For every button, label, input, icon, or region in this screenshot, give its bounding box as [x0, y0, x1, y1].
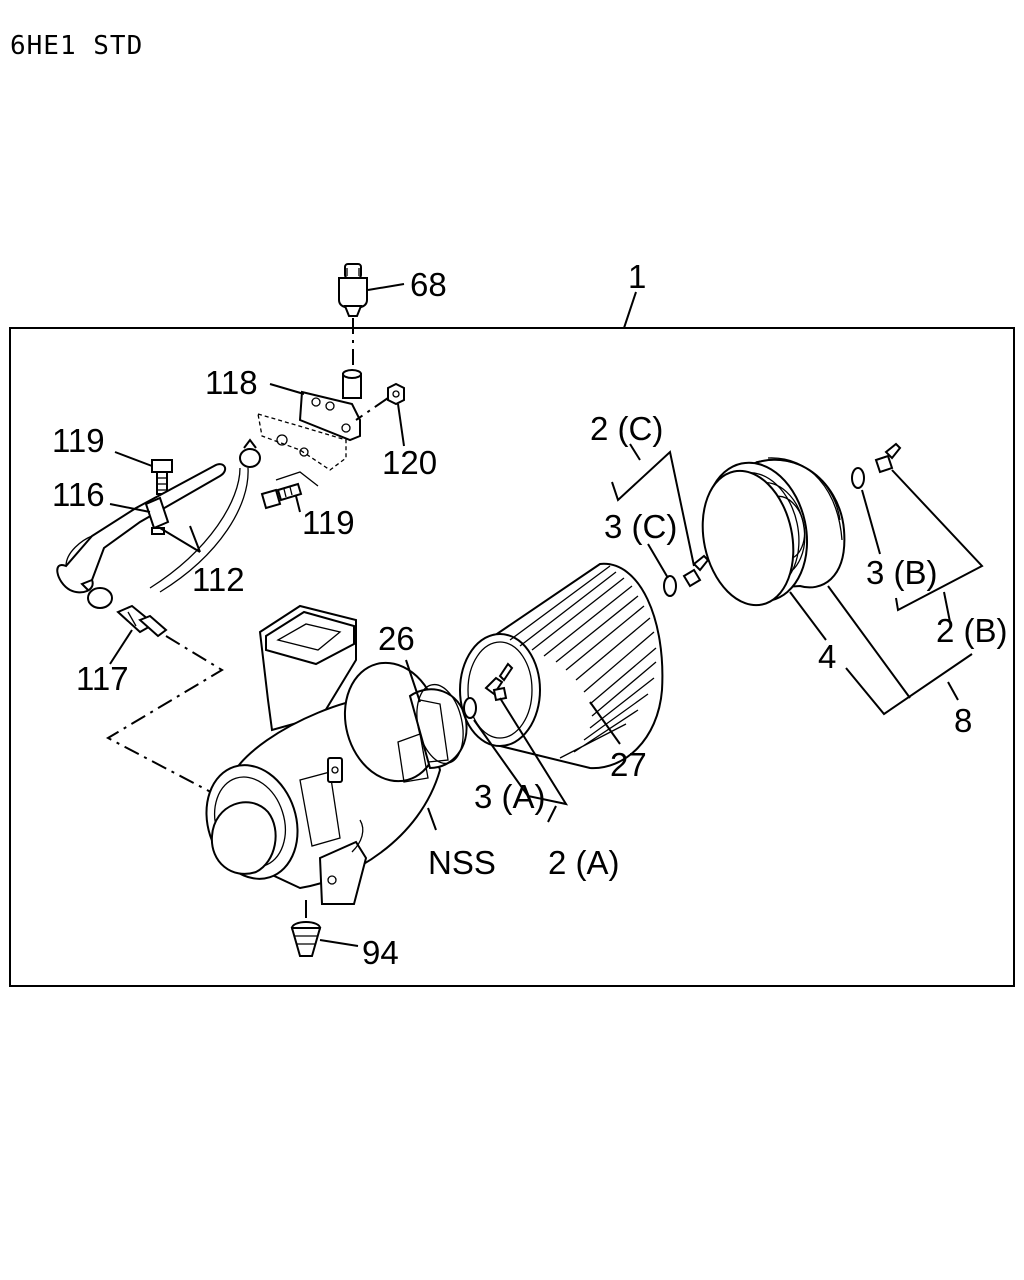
- callout-116: 116: [52, 476, 105, 513]
- callout-120: 120: [382, 444, 437, 481]
- part-119-bolt-lower: [260, 482, 303, 510]
- assembly-frame: [9, 327, 1015, 987]
- callout-68: 68: [410, 266, 447, 303]
- callout-117: 117: [76, 660, 129, 697]
- part-2B-wing-nut: [874, 442, 902, 474]
- part-120-nut: [387, 382, 405, 406]
- callout-NSS: NSS: [428, 844, 496, 881]
- part-3B-washer: [851, 467, 865, 489]
- leader-117-housing: [105, 635, 227, 801]
- part-119-bolt-top: [151, 459, 173, 495]
- part-94-valve: [290, 921, 322, 957]
- callout-27: 27: [610, 746, 647, 783]
- leader-120-bracket: [355, 397, 389, 421]
- leader-lines: [269, 283, 984, 831]
- part-3A-washer: [463, 697, 477, 719]
- callout-119-top: 119: [52, 422, 105, 459]
- model-header: 6HE1 STD: [10, 31, 143, 61]
- callout-2B: 2 (B): [936, 612, 1008, 649]
- part-117-fitting: [116, 604, 168, 638]
- callout-8: 8: [954, 702, 972, 739]
- callout-94: 94: [362, 934, 399, 971]
- part-68-indicator: [338, 263, 368, 317]
- callout-2C: 2 (C): [590, 410, 663, 447]
- hose-clamp-top: [239, 438, 261, 468]
- hose-clamp-bottom: [80, 579, 113, 609]
- callout-3B: 3 (B): [866, 554, 938, 591]
- callout-2A: 2 (A): [548, 844, 620, 881]
- callout-26: 26: [378, 620, 415, 657]
- part-4-gasket: [701, 469, 795, 607]
- part-112-hose: [56, 463, 249, 594]
- callout-4: 4: [818, 638, 836, 675]
- air-cleaner-housing: [205, 604, 468, 905]
- part-3C-washer: [663, 575, 677, 597]
- part-118-bracket: [298, 369, 362, 442]
- callout-112: 112: [192, 561, 245, 598]
- callout-3A: 3 (A): [474, 778, 546, 815]
- callout-119-lower: 119: [302, 504, 355, 541]
- callout-118: 118: [205, 364, 258, 401]
- callout-3C: 3 (C): [604, 508, 677, 545]
- callout-1: 1: [628, 258, 646, 295]
- callout-labels: 1 68 118 120 119 116 119 112 117 26 2 (C…: [52, 258, 1008, 971]
- part-27-filter-element: [459, 562, 664, 770]
- bracket-ghost: [257, 413, 347, 471]
- part-2C-wing-nut: [682, 554, 710, 588]
